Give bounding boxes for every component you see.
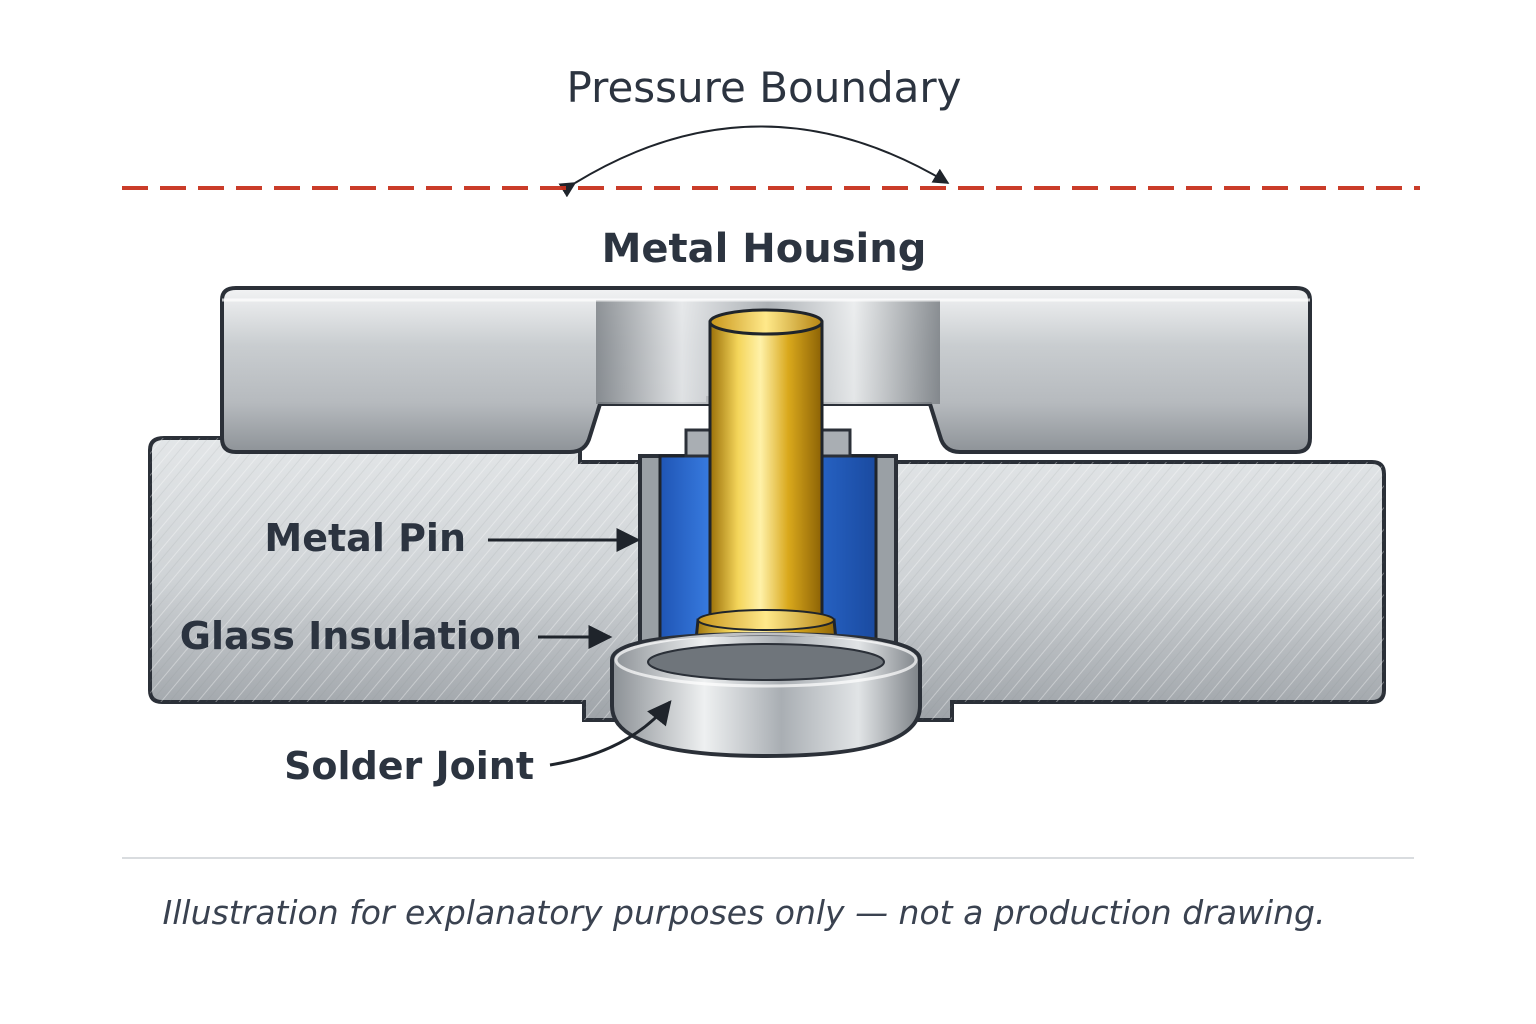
glass-insulation-label: Glass Insulation bbox=[180, 614, 522, 658]
disclaimer-text: Illustration for explanatory purposes on… bbox=[163, 893, 1326, 932]
metal-pin-label: Metal Pin bbox=[264, 516, 466, 560]
pressure-boundary-arc bbox=[558, 125, 950, 198]
metal-pin bbox=[692, 308, 840, 662]
pressure-boundary-label: Pressure Boundary bbox=[567, 63, 962, 112]
metal-housing-label: Metal Housing bbox=[602, 226, 927, 272]
solder-joint-label: Solder Joint bbox=[284, 744, 534, 788]
solder-joint-ring bbox=[610, 631, 922, 759]
solder-joint-leader bbox=[549, 700, 672, 767]
